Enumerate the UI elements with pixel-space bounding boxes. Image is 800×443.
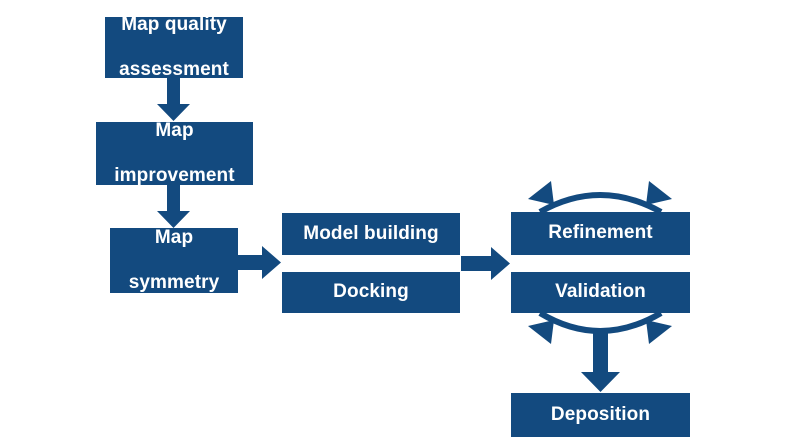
- node-label-line2: symmetry: [128, 271, 220, 293]
- node-map-quality-assessment[interactable]: Map quality assessment: [105, 13, 243, 80]
- arc-cycle-bottom: [528, 310, 672, 344]
- node-label-line1: Map: [155, 119, 194, 141]
- node-label: Deposition: [550, 403, 651, 425]
- node-map-improvement[interactable]: Map improvement: [96, 119, 253, 186]
- arrow-cycle-to-deposition: [581, 330, 620, 392]
- arc-cycle-top: [528, 181, 672, 215]
- node-label-line2: improvement: [114, 164, 235, 186]
- node-label: Refinement: [548, 222, 653, 244]
- node-deposition[interactable]: Deposition: [511, 393, 690, 437]
- node-validation[interactable]: Validation: [511, 272, 690, 313]
- node-label-line1: Map: [154, 226, 194, 248]
- node-label-line1: Map quality: [121, 13, 227, 35]
- node-refinement[interactable]: Refinement: [511, 212, 690, 255]
- node-docking[interactable]: Docking: [282, 272, 460, 313]
- node-label: Docking: [333, 281, 409, 303]
- arrow-building-to-refinement: [461, 247, 510, 280]
- node-label-line2: assessment: [119, 58, 229, 80]
- arrow-improvement-to-symmetry: [157, 185, 190, 228]
- node-label: Validation: [555, 281, 646, 303]
- node-map-symmetry[interactable]: Map symmetry: [110, 226, 238, 293]
- node-label: Model building: [303, 222, 439, 244]
- node-model-building[interactable]: Model building: [282, 213, 460, 255]
- arrow-assessment-to-improvement: [157, 78, 190, 121]
- arrow-symmetry-to-building: [238, 246, 281, 279]
